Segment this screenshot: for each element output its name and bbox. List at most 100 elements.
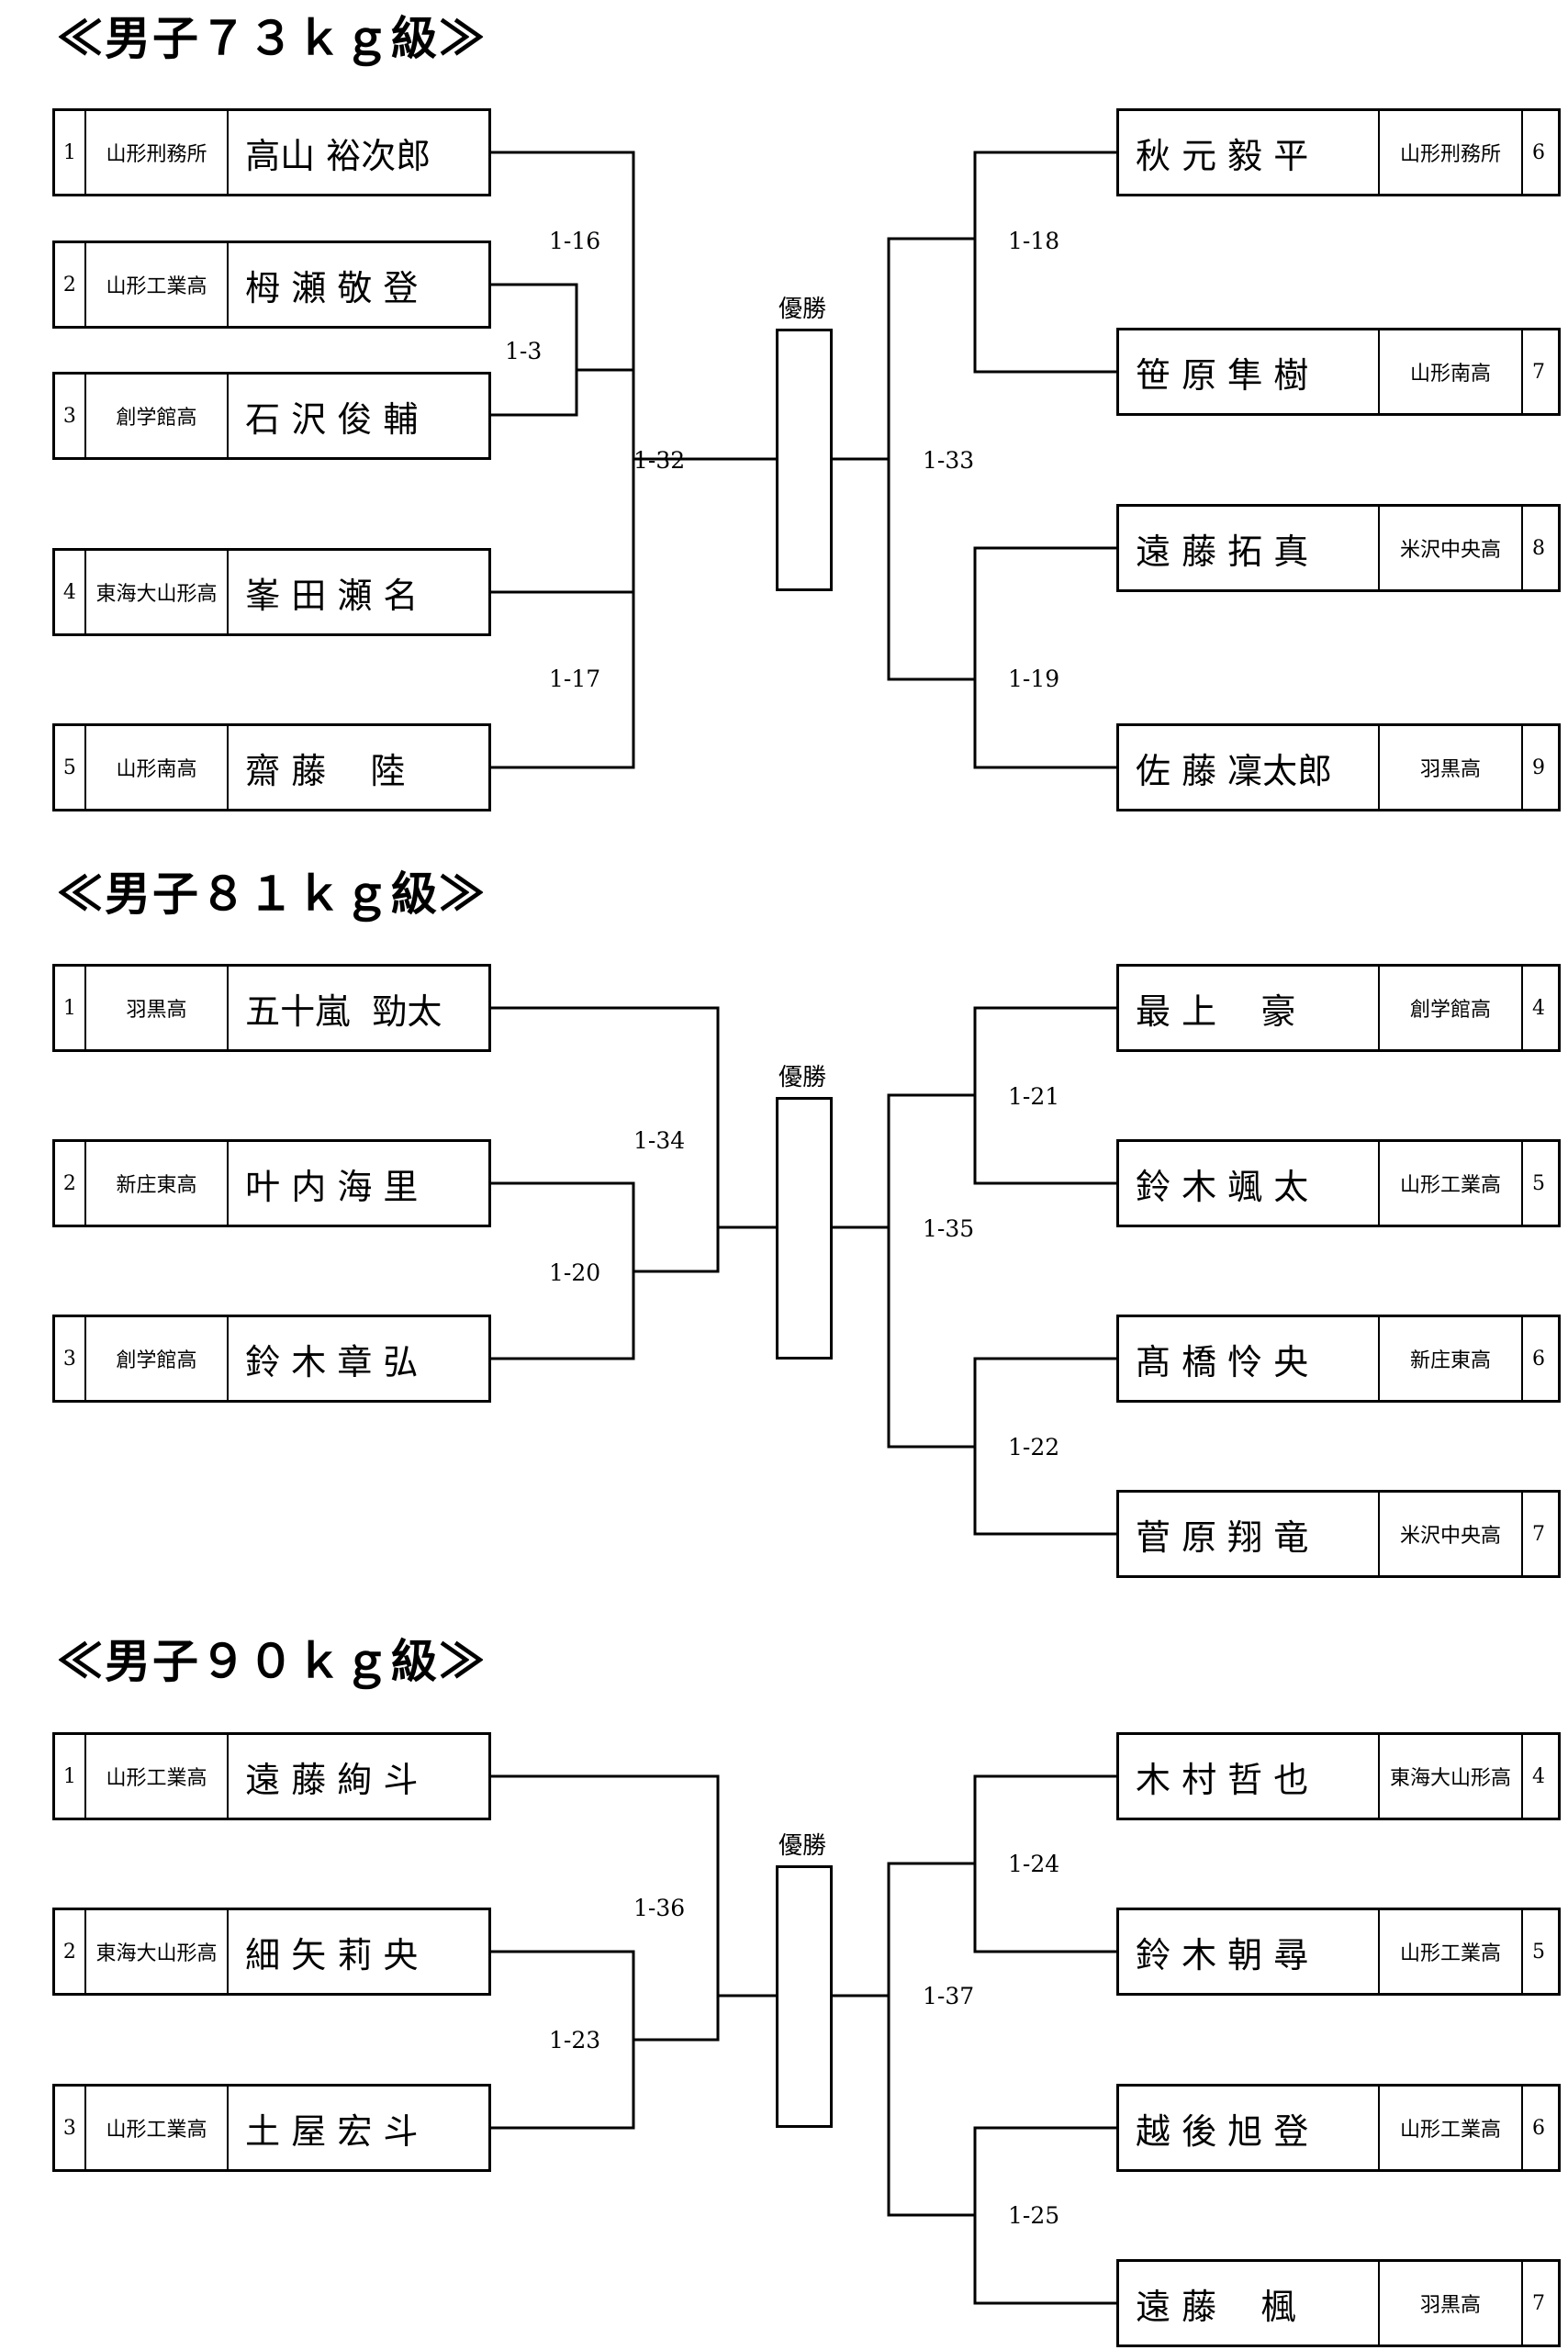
competitor-name: 遠 藤 拓 真 — [1119, 507, 1380, 589]
match-label: 1-19 — [1008, 666, 1060, 692]
match-label: 1-20 — [549, 1259, 601, 1286]
competitor-entry: 2 山形工業高 栂 瀬 敬 登 — [52, 241, 491, 329]
section-title: ≪男子９０ｋｇ級≫ — [57, 1634, 487, 1688]
competitor-name: 峯 田 瀬 名 — [245, 575, 419, 616]
competitor-name: 栂 瀬 敬 登 — [245, 267, 419, 308]
competitor-name: 越 後 旭 登 — [1119, 2087, 1380, 2169]
school-name: 羽黒高 — [1380, 2262, 1523, 2344]
competitor-name: 高山 裕次郎 — [245, 135, 431, 176]
seed-number: 4 — [1532, 1764, 1545, 1788]
competitor-name: 最 上 豪 — [1119, 967, 1380, 1049]
competitor-entry: 笹 原 隼 樹 山形南高 7 — [1116, 328, 1561, 416]
winner-box — [776, 329, 833, 591]
match-label: 1-17 — [549, 666, 601, 692]
match-label: 1-35 — [923, 1215, 975, 1242]
school-name: 羽黒高 — [86, 967, 230, 1049]
competitor-entry: 2 東海大山形高 細 矢 莉 央 — [52, 1908, 491, 1996]
school-name: 山形工業高 — [86, 2087, 230, 2169]
bracket-line — [491, 1774, 720, 2042]
competitor-entry: 3 創学館高 鈴 木 章 弘 — [52, 1315, 491, 1403]
competitor-name: 秋 元 毅 平 — [1119, 111, 1380, 194]
match-label: 1-3 — [505, 338, 543, 364]
competitor-entry: 3 創学館高 石 沢 俊 輔 — [52, 372, 491, 460]
competitor-entry: 越 後 旭 登 山形工業高 6 — [1116, 2084, 1561, 2172]
winner-label: 優勝 — [778, 296, 827, 323]
bracket-line — [973, 546, 1116, 769]
bracket-line — [973, 1774, 1116, 1953]
competitor-entry: 2 新庄東高 叶 内 海 里 — [52, 1139, 491, 1227]
bracket-line — [491, 283, 578, 417]
seed-number: 7 — [1532, 360, 1545, 384]
bracket-line — [887, 1862, 975, 2217]
competitor-name: 叶 内 海 里 — [245, 1166, 419, 1207]
school-name: 山形刑務所 — [1380, 111, 1523, 194]
school-name: 創学館高 — [86, 1317, 230, 1400]
seed-number: 6 — [1532, 140, 1545, 164]
competitor-entry: 髙 橋 怜 央 新庄東高 6 — [1116, 1315, 1561, 1403]
seed-number: 6 — [1532, 2116, 1545, 2140]
competitor-entry: 5 山形南高 齋 藤 陸 — [52, 723, 491, 811]
winner-label: 優勝 — [778, 1832, 827, 1860]
competitor-entry: 鈴 木 朝 尋 山形工業高 5 — [1116, 1908, 1561, 1996]
section-title: ≪男子８１ｋｇ級≫ — [57, 867, 487, 921]
seed-number: 4 — [1532, 996, 1545, 1020]
competitor-entry: 秋 元 毅 平 山形刑務所 6 — [1116, 108, 1561, 196]
seed-number: 5 — [1532, 1171, 1545, 1195]
competitor-entry: 遠 藤 楓 羽黒高 7 — [1116, 2259, 1561, 2347]
school-name: 羽黒高 — [1380, 726, 1523, 809]
bracket-line — [973, 1357, 1116, 1536]
seed-number: 7 — [1532, 2291, 1545, 2315]
competitor-entry: 遠 藤 拓 真 米沢中央高 8 — [1116, 504, 1561, 592]
school-name: 山形工業高 — [1380, 2087, 1523, 2169]
competitor-entry: 菅 原 翔 竜 米沢中央高 7 — [1116, 1490, 1561, 1578]
school-name: 米沢中央高 — [1380, 1493, 1523, 1575]
bracket-line — [491, 590, 635, 769]
match-label: 1-25 — [1008, 2202, 1060, 2229]
seed-number: 2 — [55, 243, 86, 326]
seed-number: 1 — [55, 111, 86, 194]
competitor-name: 遠 藤 楓 — [1119, 2262, 1380, 2344]
school-name: 創学館高 — [1380, 967, 1523, 1049]
seed-number: 3 — [55, 2087, 86, 2169]
school-name: 山形南高 — [86, 726, 230, 809]
seed-number: 4 — [55, 551, 86, 633]
competitor-name: 髙 橋 怜 央 — [1119, 1317, 1380, 1400]
competitor-entry: 鈴 木 颯 太 山形工業高 5 — [1116, 1139, 1561, 1227]
school-name: 新庄東高 — [1380, 1317, 1523, 1400]
competitor-entry: 1 羽黒高 五十嵐 勁太 — [52, 964, 491, 1052]
seed-number: 8 — [1532, 536, 1545, 560]
school-name: 新庄東高 — [86, 1142, 230, 1225]
match-label: 1-23 — [549, 2027, 601, 2053]
competitor-name: 石 沢 俊 輔 — [245, 398, 419, 440]
competitor-name: 鈴 木 章 弘 — [245, 1341, 419, 1382]
competitor-entry: 木 村 哲 也 東海大山形高 4 — [1116, 1732, 1561, 1820]
competitor-name: 笹 原 隼 樹 — [1119, 330, 1380, 413]
competitor-entry: 1 山形刑務所 高山 裕次郎 — [52, 108, 491, 196]
match-label: 1-37 — [923, 1983, 975, 2009]
competitor-name: 五十嵐 勁太 — [245, 990, 442, 1032]
competitor-name: 木 村 哲 也 — [1119, 1735, 1380, 1818]
seed-number: 7 — [1532, 1522, 1545, 1546]
seed-number: 5 — [1532, 1940, 1545, 1964]
winner-box — [776, 1097, 833, 1360]
bracket-line — [491, 1006, 720, 1273]
match-label: 1-33 — [923, 447, 975, 474]
seed-number: 5 — [55, 726, 86, 809]
seed-number: 1 — [55, 1735, 86, 1818]
competitor-name: 鈴 木 朝 尋 — [1119, 1910, 1380, 1993]
competitor-name: 鈴 木 颯 太 — [1119, 1142, 1380, 1225]
bracket-line — [973, 2126, 1116, 2305]
school-name: 山形南高 — [1380, 330, 1523, 413]
match-label: 1-22 — [1008, 1434, 1060, 1460]
competitor-name: 細 矢 莉 央 — [245, 1934, 419, 1975]
competitor-entry: 4 東海大山形高 峯 田 瀬 名 — [52, 548, 491, 636]
school-name: 山形工業高 — [1380, 1910, 1523, 1993]
competitor-name: 土 屋 宏 斗 — [245, 2110, 419, 2152]
bracket-line — [887, 237, 975, 681]
competitor-entry: 1 山形工業高 遠 藤 絢 斗 — [52, 1732, 491, 1820]
school-name: 山形工業高 — [86, 1735, 230, 1818]
competitor-name: 遠 藤 絢 斗 — [245, 1759, 419, 1800]
bracket-line — [491, 1950, 635, 2130]
